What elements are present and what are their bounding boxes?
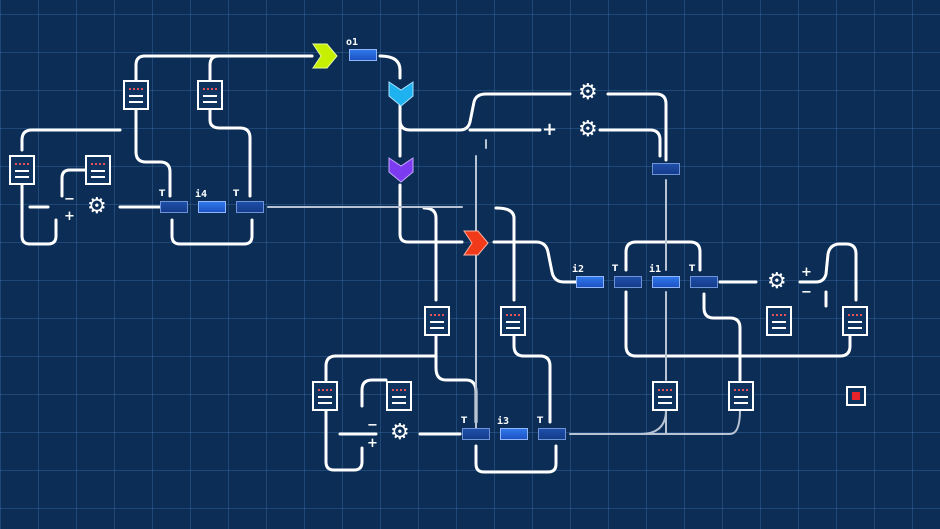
wire bbox=[494, 206, 516, 302]
wire bbox=[434, 334, 478, 424]
gear-icon[interactable]: ⚙ bbox=[87, 194, 107, 219]
wire bbox=[20, 128, 122, 152]
document-icon[interactable] bbox=[500, 306, 526, 336]
input-label-i2: i2 bbox=[572, 264, 585, 275]
input-label-i4: i4 bbox=[195, 189, 208, 200]
gear-icon[interactable]: ⚙ bbox=[578, 80, 598, 105]
wire bbox=[60, 168, 88, 198]
document-icon[interactable] bbox=[842, 306, 868, 336]
connector[interactable] bbox=[614, 276, 642, 288]
input-connector-i2[interactable] bbox=[576, 276, 604, 288]
cyan-cell-icon[interactable] bbox=[387, 80, 415, 108]
connector[interactable] bbox=[538, 428, 566, 440]
red-cell-icon[interactable] bbox=[462, 229, 490, 257]
wire bbox=[398, 92, 572, 132]
wire bbox=[324, 408, 364, 472]
stop-icon[interactable] bbox=[846, 386, 866, 406]
minus-icon[interactable]: − bbox=[367, 418, 378, 433]
input-connector-i1[interactable] bbox=[652, 276, 680, 288]
connector[interactable] bbox=[462, 428, 490, 440]
wire bbox=[598, 128, 662, 158]
document-icon[interactable] bbox=[85, 155, 111, 185]
wire bbox=[208, 106, 252, 198]
document-icon[interactable] bbox=[766, 306, 792, 336]
wire bbox=[569, 409, 667, 435]
wire bbox=[208, 54, 314, 82]
t-label: T bbox=[159, 189, 166, 199]
wire bbox=[170, 218, 254, 246]
plus-icon[interactable]: + bbox=[801, 265, 812, 280]
output-connector-o1[interactable] bbox=[349, 49, 377, 61]
input-connector-i4[interactable] bbox=[198, 201, 226, 213]
gear-icon[interactable]: ⚙ bbox=[390, 420, 410, 445]
output-label-o1: o1 bbox=[346, 37, 359, 48]
plus-icon[interactable]: + bbox=[64, 209, 75, 224]
connector[interactable] bbox=[652, 163, 680, 175]
wire bbox=[134, 54, 314, 82]
wire bbox=[512, 334, 552, 424]
document-icon[interactable] bbox=[312, 381, 338, 411]
document-icon[interactable] bbox=[9, 155, 35, 185]
t-label: T bbox=[233, 189, 240, 199]
document-icon[interactable] bbox=[728, 381, 754, 411]
wire bbox=[378, 54, 402, 80]
wire bbox=[798, 242, 858, 302]
input-label-i1: i1 bbox=[649, 264, 662, 275]
wire bbox=[324, 354, 438, 382]
wire bbox=[360, 378, 388, 408]
gear-icon[interactable]: ⚙ bbox=[578, 117, 598, 142]
wire bbox=[422, 206, 438, 302]
t-label: T bbox=[689, 264, 696, 274]
t-label: T bbox=[612, 264, 619, 274]
lime-cell-icon[interactable] bbox=[311, 42, 339, 70]
wire bbox=[658, 334, 852, 358]
wire bbox=[474, 444, 558, 474]
t-label: T bbox=[537, 416, 544, 426]
wire bbox=[398, 183, 464, 244]
connector[interactable] bbox=[236, 201, 264, 213]
plus-icon[interactable]: + bbox=[542, 119, 558, 140]
gear-icon[interactable]: ⚙ bbox=[767, 269, 787, 294]
document-icon[interactable] bbox=[123, 80, 149, 110]
input-label-i3: i3 bbox=[497, 416, 510, 427]
t-label: T bbox=[461, 416, 468, 426]
document-icon[interactable] bbox=[386, 381, 412, 411]
document-icon[interactable] bbox=[424, 306, 450, 336]
connector[interactable] bbox=[160, 201, 188, 213]
wire bbox=[134, 106, 172, 198]
wire bbox=[492, 240, 578, 284]
minus-icon[interactable]: − bbox=[801, 285, 812, 300]
document-icon[interactable] bbox=[652, 381, 678, 411]
plus-icon[interactable]: + bbox=[367, 436, 378, 451]
wire bbox=[606, 92, 668, 162]
minus-icon[interactable]: − bbox=[64, 192, 75, 207]
wire bbox=[624, 240, 702, 272]
wire bbox=[639, 409, 741, 435]
wire bbox=[702, 292, 742, 382]
connector[interactable] bbox=[690, 276, 718, 288]
wire bbox=[20, 183, 58, 246]
wire bbox=[624, 290, 662, 358]
violet-cell-icon[interactable] bbox=[387, 156, 415, 184]
document-icon[interactable] bbox=[197, 80, 223, 110]
input-connector-i3[interactable] bbox=[500, 428, 528, 440]
